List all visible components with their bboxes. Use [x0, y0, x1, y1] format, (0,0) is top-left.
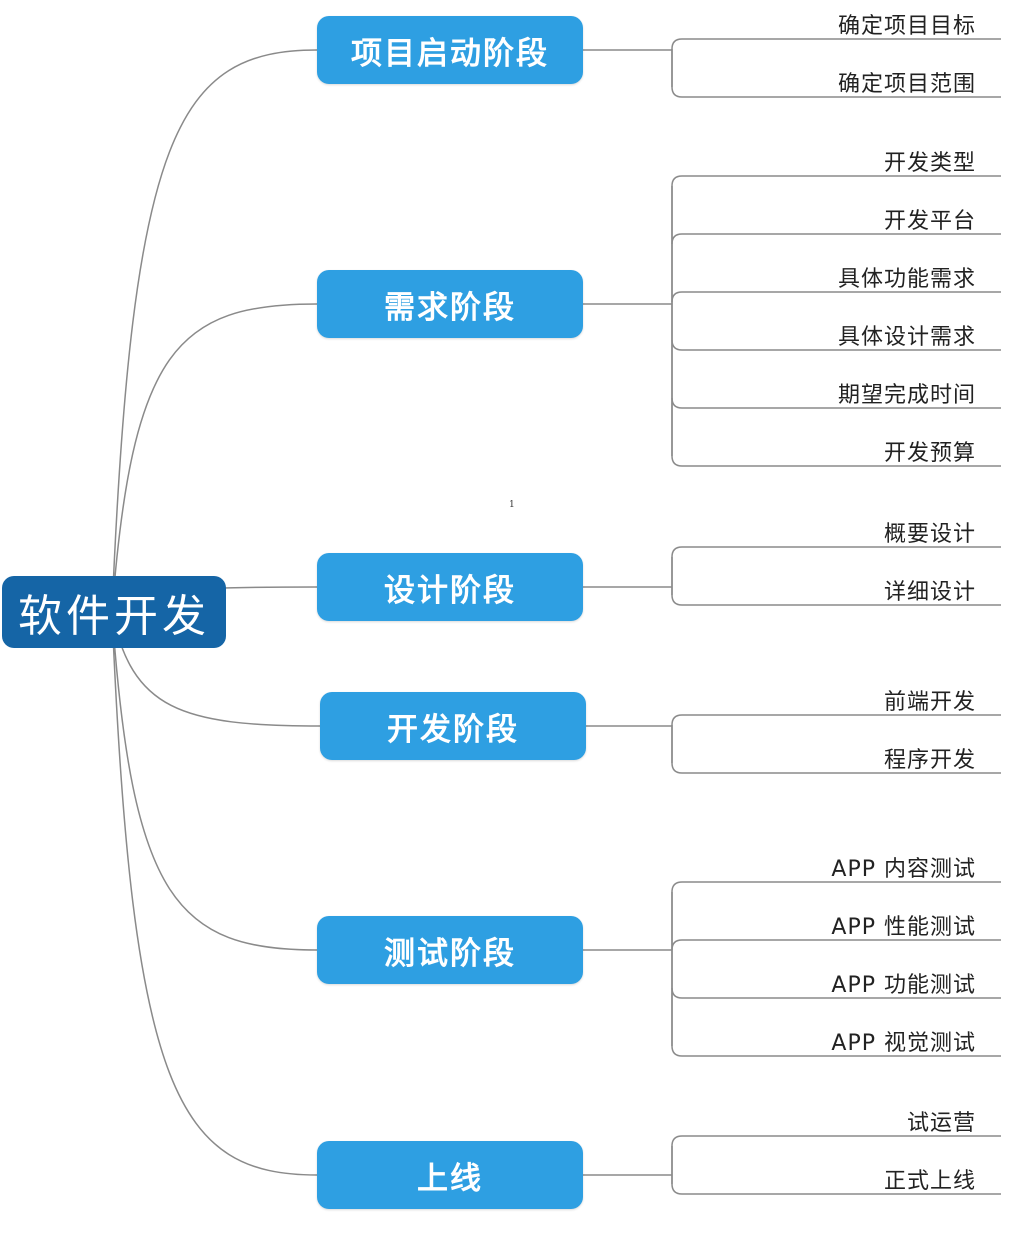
leaf-item: 前端开发 [883, 690, 976, 715]
leaf-item: 期望完成时间 [837, 383, 976, 408]
root-to-stage-connector [111, 611, 318, 1176]
stage-project-start: 项目启动阶段 [317, 16, 583, 84]
leaf-connector [671, 233, 1001, 245]
leaf-item: 开发平台 [883, 209, 976, 234]
leaf-item: 详细设计 [883, 580, 976, 605]
root-to-stage-connector [111, 49, 318, 613]
leaf-connector [671, 38, 1001, 50]
stage-launch: 上线 [317, 1141, 583, 1209]
leaf-item: 试运营 [906, 1111, 976, 1136]
leaf-item: APP 功能测试 [831, 973, 976, 998]
stage-label: 需求阶段 [384, 289, 516, 326]
root-to-stage-connector [111, 611, 318, 951]
leaf-item: 程序开发 [883, 748, 976, 773]
stage-testing: 测试阶段 [317, 916, 583, 984]
leaf-connector [671, 304, 1001, 467]
stage-design: 设计阶段 [317, 553, 583, 621]
stage-label: 设计阶段 [384, 572, 516, 609]
leaf-connector [671, 881, 1001, 950]
leaf-connector [671, 587, 1001, 606]
leaf-connector [671, 175, 1001, 304]
leaf-connector [671, 714, 1001, 726]
leaf-item: APP 性能测试 [831, 915, 976, 940]
leaf-connector [671, 1135, 1001, 1175]
leaf-item: 开发预算 [883, 441, 976, 466]
leaf-item: APP 视觉测试 [831, 1031, 976, 1056]
leaf-connector [671, 726, 1001, 774]
leaf-item: 概要设计 [883, 522, 976, 547]
stage-label: 开发阶段 [387, 711, 519, 748]
root-node: 软件开发 [2, 576, 226, 648]
root-to-stage-connector [111, 303, 318, 613]
page-number: 1 [509, 500, 515, 510]
stage-requirements: 需求阶段 [317, 270, 583, 338]
leaf-connector [671, 950, 1001, 1057]
leaf-item: 具体功能需求 [837, 267, 976, 292]
leaf-item: 开发类型 [883, 151, 976, 176]
leaf-item: APP 内容测试 [831, 857, 976, 882]
leaf-item: 确定项目目标 [837, 14, 976, 39]
stage-development: 开发阶段 [320, 692, 586, 760]
leaf-connector [671, 546, 1001, 587]
leaf-connector [671, 939, 1001, 951]
leaf-item: 具体设计需求 [837, 325, 976, 350]
stage-label: 上线 [417, 1160, 483, 1197]
leaf-connector [671, 291, 1001, 303]
leaf-item: 正式上线 [883, 1169, 976, 1194]
leaf-connector [671, 50, 1001, 98]
leaf-connector [671, 1175, 1001, 1195]
stage-label: 项目启动阶段 [351, 35, 549, 72]
leaf-item: 确定项目范围 [837, 72, 976, 97]
stage-label: 测试阶段 [384, 935, 516, 972]
root-label: 软件开发 [18, 591, 210, 642]
